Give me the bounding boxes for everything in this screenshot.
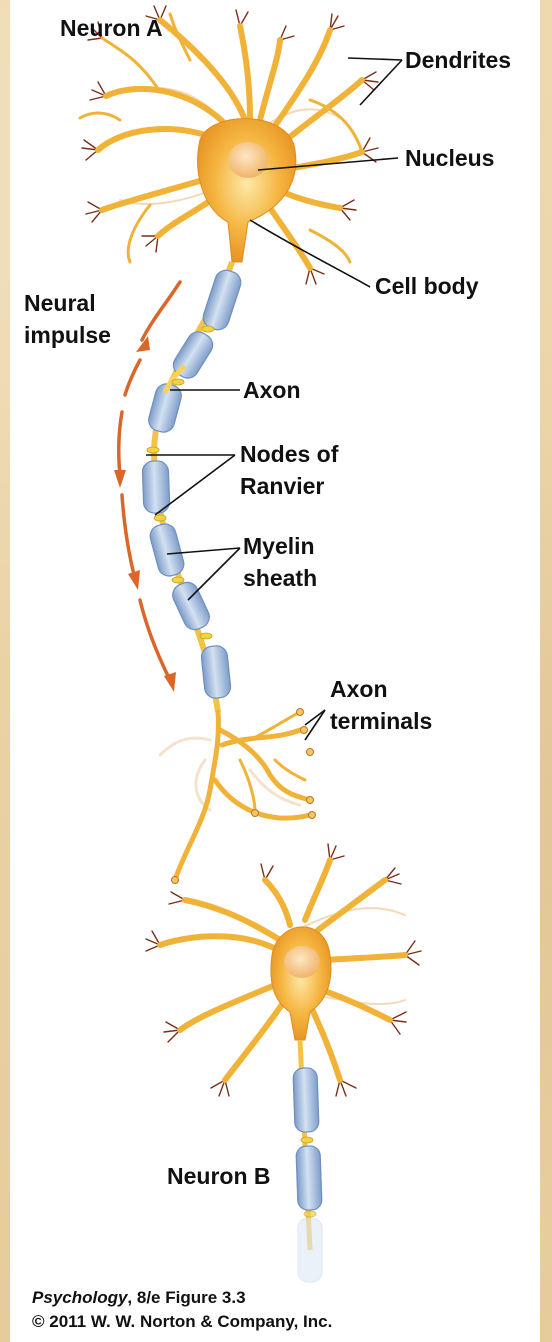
neuron-b-nucleus <box>284 946 320 978</box>
label-ranvier: Ranvier <box>240 472 324 500</box>
label-cell-body: Cell body <box>375 272 479 300</box>
label-impulse: impulse <box>24 321 111 349</box>
neuron-diagram <box>10 0 540 1342</box>
neuron-b-cell-body <box>271 927 331 1040</box>
credit-book: Psychology <box>32 1288 127 1307</box>
copyright-line: © 2011 W. W. Norton & Company, Inc. <box>32 1312 332 1332</box>
figure-panel: Neuron A Dendrites Nucleus Cell body Neu… <box>10 0 540 1342</box>
myelin-sheath <box>142 267 244 699</box>
label-myelin: Myelin <box>243 532 315 560</box>
credit-edition: , 8/e Figure 3.3 <box>127 1288 245 1307</box>
label-nodes-of: Nodes of <box>240 440 338 468</box>
label-sheath: sheath <box>243 564 317 592</box>
label-axon-terminals-1: Axon <box>330 675 388 703</box>
label-axon-terminals-2: terminals <box>330 707 432 735</box>
label-axon: Axon <box>243 376 301 404</box>
label-neuron-b: Neuron B <box>167 1162 271 1190</box>
neuron-b <box>146 844 421 1282</box>
axon-terminals <box>160 709 316 884</box>
figure-credit: Psychology, 8/e Figure 3.3 <box>32 1288 246 1308</box>
neuron-a-nucleus <box>228 142 268 178</box>
label-neuron-a: Neuron A <box>60 14 163 42</box>
label-neural: Neural <box>24 289 96 317</box>
label-dendrites: Dendrites <box>405 46 511 74</box>
neuron-a-cell-body <box>198 119 296 262</box>
label-nucleus: Nucleus <box>405 144 494 172</box>
neuron-a <box>80 6 378 284</box>
